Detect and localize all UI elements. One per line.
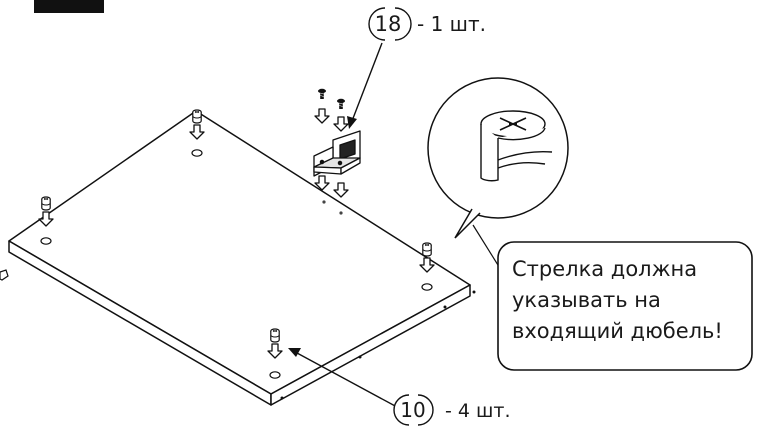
part-10-quantity: - 4 шт.: [445, 400, 511, 422]
header-block: [34, 0, 104, 13]
edge-holes: [280, 290, 476, 400]
callout-line-2: указывать на: [512, 288, 661, 312]
part-18-label: 18 - 1 шт.: [368, 7, 486, 41]
callout-text: Стрелка должна указывать на входящий дюб…: [512, 254, 748, 347]
corner-bracket: [313, 130, 361, 177]
callout-line-1: Стрелка должна: [512, 257, 698, 281]
board-panel: [8, 110, 471, 406]
screw-arrows: [314, 108, 349, 132]
callout-box: [497, 241, 753, 371]
leader-18: [347, 42, 383, 129]
part-18-quantity: - 1 шт.: [417, 12, 486, 36]
callout-line-3: входящий дюбель!: [512, 319, 723, 343]
camlock-detail-icon: [480, 110, 553, 182]
part-10-number: 10: [400, 398, 425, 422]
leader-10: [288, 348, 398, 408]
part-10-label: 10 - 4 шт.: [393, 394, 511, 426]
offscreen-part-fragment: [0, 269, 9, 281]
bracket-holes: [322, 200, 343, 215]
detail-magnifier: [427, 77, 569, 239]
part-18-number: 18: [375, 12, 402, 36]
screws: [317, 88, 346, 110]
